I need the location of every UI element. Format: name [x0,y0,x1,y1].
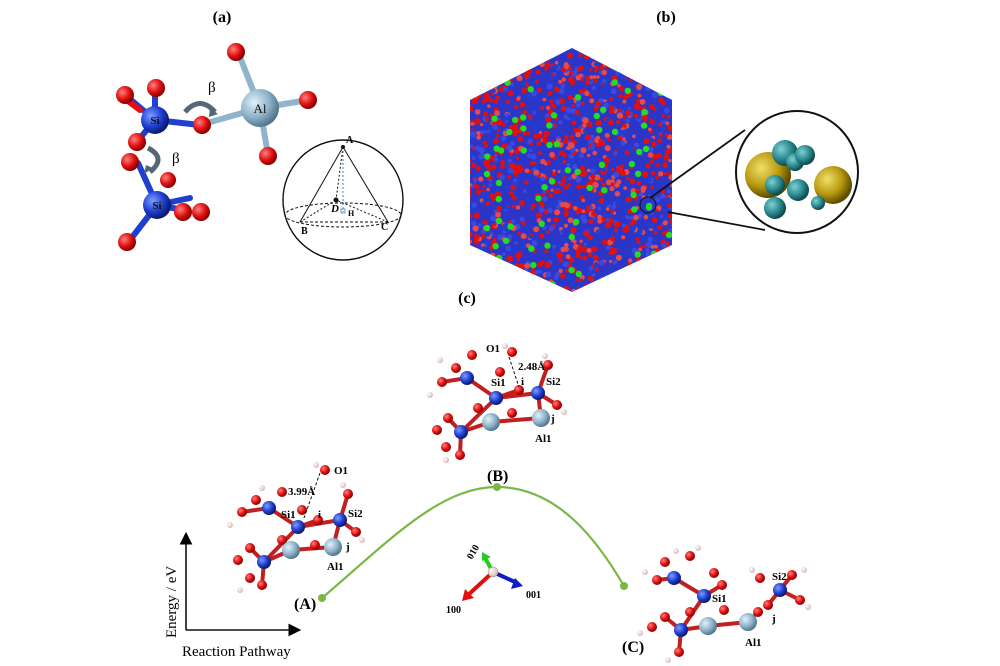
state-a-tag: (A) [294,596,316,613]
state-a-i-label: i [318,509,321,521]
state-c-j-label: j [771,613,776,625]
zoom-inset [639,110,859,234]
structure-a: O1 3.99Å Si1 Si2 Al1 i j [227,462,365,593]
atomistic-hexagon-model [470,48,672,292]
al-label: Al [254,101,267,116]
si-atom-top [141,106,169,134]
crystal-axes-triad: 100 001 010 [446,543,541,616]
beta-arrow-bottom-icon [146,145,161,174]
state-b-o1-label: O1 [486,343,500,355]
state-c-tag: (C) [622,639,644,656]
state-a-point [318,594,326,602]
state-b-i-label: i [521,376,524,388]
state-c-si1-label: Si1 [712,593,727,605]
panel-b-label: (b) [656,9,676,26]
panel-a-cluster: Si Si Al β β [116,43,317,251]
state-c-si2-label: Si2 [772,571,787,583]
reaction-energy-curve: (A) (B) (C) [294,468,644,656]
point-c-label: C [381,222,388,233]
state-b-si2-label: Si2 [546,376,561,388]
state-c-point [620,582,628,590]
structure-c: Si1 Si2 Al1 j [637,545,811,663]
y-axis-label: Energy / eV [164,566,180,638]
state-a-si1-label: Si1 [281,509,296,521]
state-c-al1-label: Al1 [745,637,762,649]
beta-label-top: β [208,80,216,96]
axis-010-label: 010 [465,543,482,561]
state-b-tag: (B) [487,468,508,485]
tetrahedron-sphere-diagram: A B C D H [282,135,404,261]
state-b-al1-label: Al1 [535,433,552,445]
panel-c-label: (c) [458,290,476,307]
structure-b: O1 2.48Å Si1 Si2 Al1 i j [427,343,567,463]
state-a-si2-label: Si2 [348,508,363,520]
point-b-label: B [301,226,308,237]
state-b-distance: 2.48Å [518,361,545,373]
axis-100-label: 100 [446,605,461,616]
state-a-o1-label: O1 [334,465,348,477]
si-bottom-label: Si [152,200,161,212]
point-d-label: D [330,203,339,215]
beta-label-bottom: β [172,151,180,167]
x-axis-label: Reaction Pathway [182,644,291,660]
si-top-label: Si [150,115,159,127]
si-atom-bottom [143,191,171,219]
state-a-j-label: j [345,541,350,553]
state-a-distance: 3.99Å [288,486,315,498]
energy-axes: Energy / eV Reaction Pathway [164,531,302,660]
beta-arrow-top-icon [183,101,217,114]
state-b-j-label: j [550,413,555,425]
point-h-label: H [348,209,355,218]
state-a-al1-label: Al1 [327,561,344,573]
state-b-si1-label: Si1 [491,377,506,389]
state-b-point [493,483,501,491]
panel-a-label: (a) [213,9,232,26]
point-a-label: A [346,135,354,146]
al-atom [241,89,279,127]
axis-001-label: 001 [526,590,541,601]
